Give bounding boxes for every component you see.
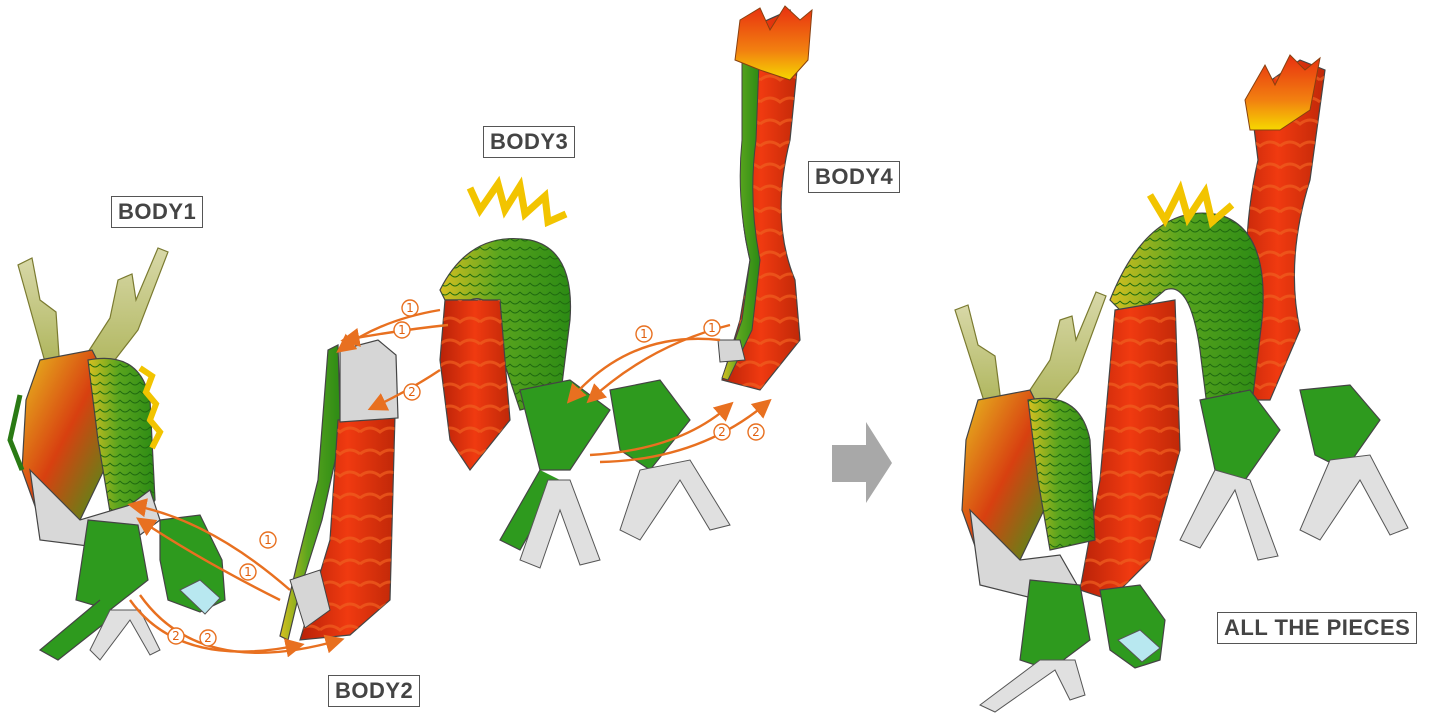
step-marker: 2 xyxy=(168,628,184,644)
body3-claw-right-shape xyxy=(620,460,730,540)
svg-text:1: 1 xyxy=(244,565,252,579)
body1-piece xyxy=(10,248,225,660)
body2-piece xyxy=(280,340,398,640)
body3-bands-shape xyxy=(440,300,510,470)
assembled-mid-leg-shape xyxy=(1200,390,1280,480)
step-marker: 1 xyxy=(402,300,418,316)
svg-text:1: 1 xyxy=(708,321,716,335)
front-leg-shape xyxy=(76,520,148,610)
assembled-red-bands-shape xyxy=(1080,300,1180,600)
body2-top-tab-shape xyxy=(340,340,398,422)
step-marker: 2 xyxy=(748,424,764,440)
svg-text:1: 1 xyxy=(264,533,272,547)
step-marker: 2 xyxy=(404,384,420,400)
whisker-shape xyxy=(10,395,22,470)
body3-piece xyxy=(440,184,730,568)
assembled-neck-scales-shape xyxy=(1028,398,1095,550)
body3-spikes-shape xyxy=(470,184,566,222)
body4-piece xyxy=(718,6,812,390)
step-marker: 1 xyxy=(394,322,410,338)
svg-text:2: 2 xyxy=(172,629,180,643)
step-marker: 2 xyxy=(200,630,216,646)
step-marker: 2 xyxy=(714,424,730,440)
step-marker: 1 xyxy=(636,326,652,342)
step-marker: 1 xyxy=(260,532,276,548)
all-pieces-label: ALL THE PIECES xyxy=(1217,612,1417,644)
assembled-side-leg-shape xyxy=(1100,585,1165,668)
body1-label: BODY1 xyxy=(111,196,203,228)
assembled-front-leg-shape xyxy=(1020,580,1090,670)
svg-text:1: 1 xyxy=(406,301,414,315)
assembled-spikes-shape xyxy=(1150,190,1232,222)
next-step-arrow-icon xyxy=(832,422,892,503)
svg-text:2: 2 xyxy=(752,425,760,439)
assembled-front-claw-shape xyxy=(980,660,1085,712)
tail-tab-shape xyxy=(718,340,745,362)
assembled-rear-claw-shape xyxy=(1300,455,1408,540)
svg-text:2: 2 xyxy=(204,631,212,645)
step-marker: 1 xyxy=(240,564,256,580)
svg-text:2: 2 xyxy=(408,385,416,399)
step-marker: 1 xyxy=(704,320,720,336)
svg-text:1: 1 xyxy=(398,323,406,337)
body2-label: BODY2 xyxy=(328,675,420,707)
svg-text:2: 2 xyxy=(718,425,726,439)
arrow-body3-to-body2-a xyxy=(340,310,440,350)
svg-text:1: 1 xyxy=(640,327,648,341)
neck-scales-shape xyxy=(88,358,155,514)
assembled-mid-claw-shape xyxy=(1180,470,1278,560)
body3-label: BODY3 xyxy=(483,126,575,158)
body4-label: BODY4 xyxy=(808,161,900,193)
